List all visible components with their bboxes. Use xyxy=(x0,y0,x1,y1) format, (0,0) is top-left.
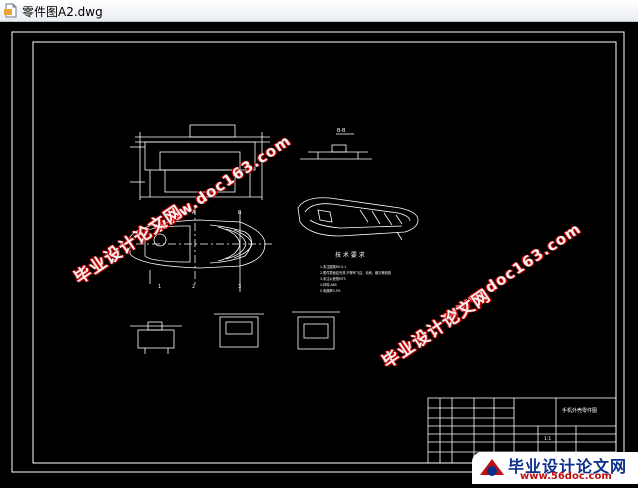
tech-req-line: 2.塑件表面应光滑,不得有飞边、毛刺、缩孔等缺陷 xyxy=(320,270,391,275)
window-title: 零件图A2.dwg xyxy=(22,5,103,19)
tech-req-line: 3.未注公差按MT5 xyxy=(320,276,346,281)
section-mark: B-B xyxy=(337,128,346,134)
tech-req-line: 1.未注圆角R0.5-1 xyxy=(320,264,346,269)
tech-req-title: 技 术 要 求 xyxy=(335,251,365,259)
title-block-name: 手机外壳零件图 xyxy=(562,407,597,414)
tech-requirements: 技 术 要 求 1.未注圆角R0.5-1 2.塑件表面应光滑,不得有飞边、毛刺、… xyxy=(320,251,391,293)
logo-icon xyxy=(480,459,504,476)
bottom-section-views xyxy=(130,311,340,354)
dwg-file-icon xyxy=(4,3,17,18)
outer-border xyxy=(11,31,625,473)
corner-logo-url: www.56doc.com xyxy=(520,471,612,482)
section-mark: A xyxy=(192,210,196,216)
tech-req-line: 5.收缩率0.5% xyxy=(320,288,341,293)
front-view xyxy=(130,124,270,200)
section-view-top xyxy=(300,133,372,160)
cad-drawing: 技 术 要 求 1.未注圆角R0.5-1 2.塑件表面应光滑,不得有飞边、毛刺、… xyxy=(11,31,625,473)
section-mark: B xyxy=(238,210,242,216)
corner-logo-title: 毕业设计论文网 xyxy=(508,457,628,476)
isometric-view xyxy=(297,197,419,241)
section-marks: 1 2 3 A B B-B xyxy=(158,128,346,290)
drawing-canvas[interactable]: 技 术 要 求 1.未注圆角R0.5-1 2.塑件表面应光滑,不得有飞边、毛刺、… xyxy=(0,22,638,484)
section-mark: 1 xyxy=(158,284,161,290)
section-mark: 3 xyxy=(238,284,241,290)
title-block-scale: 1:1 xyxy=(544,436,551,442)
tech-req-line: 4.材料:ABS xyxy=(320,282,337,287)
corner-logo: 毕业设计论文网 www.56doc.com xyxy=(472,452,638,484)
top-view xyxy=(120,207,275,292)
section-mark: 2 xyxy=(192,284,195,290)
window-title-bar: 零件图A2.dwg xyxy=(0,0,638,22)
drawing-frame xyxy=(32,41,617,464)
